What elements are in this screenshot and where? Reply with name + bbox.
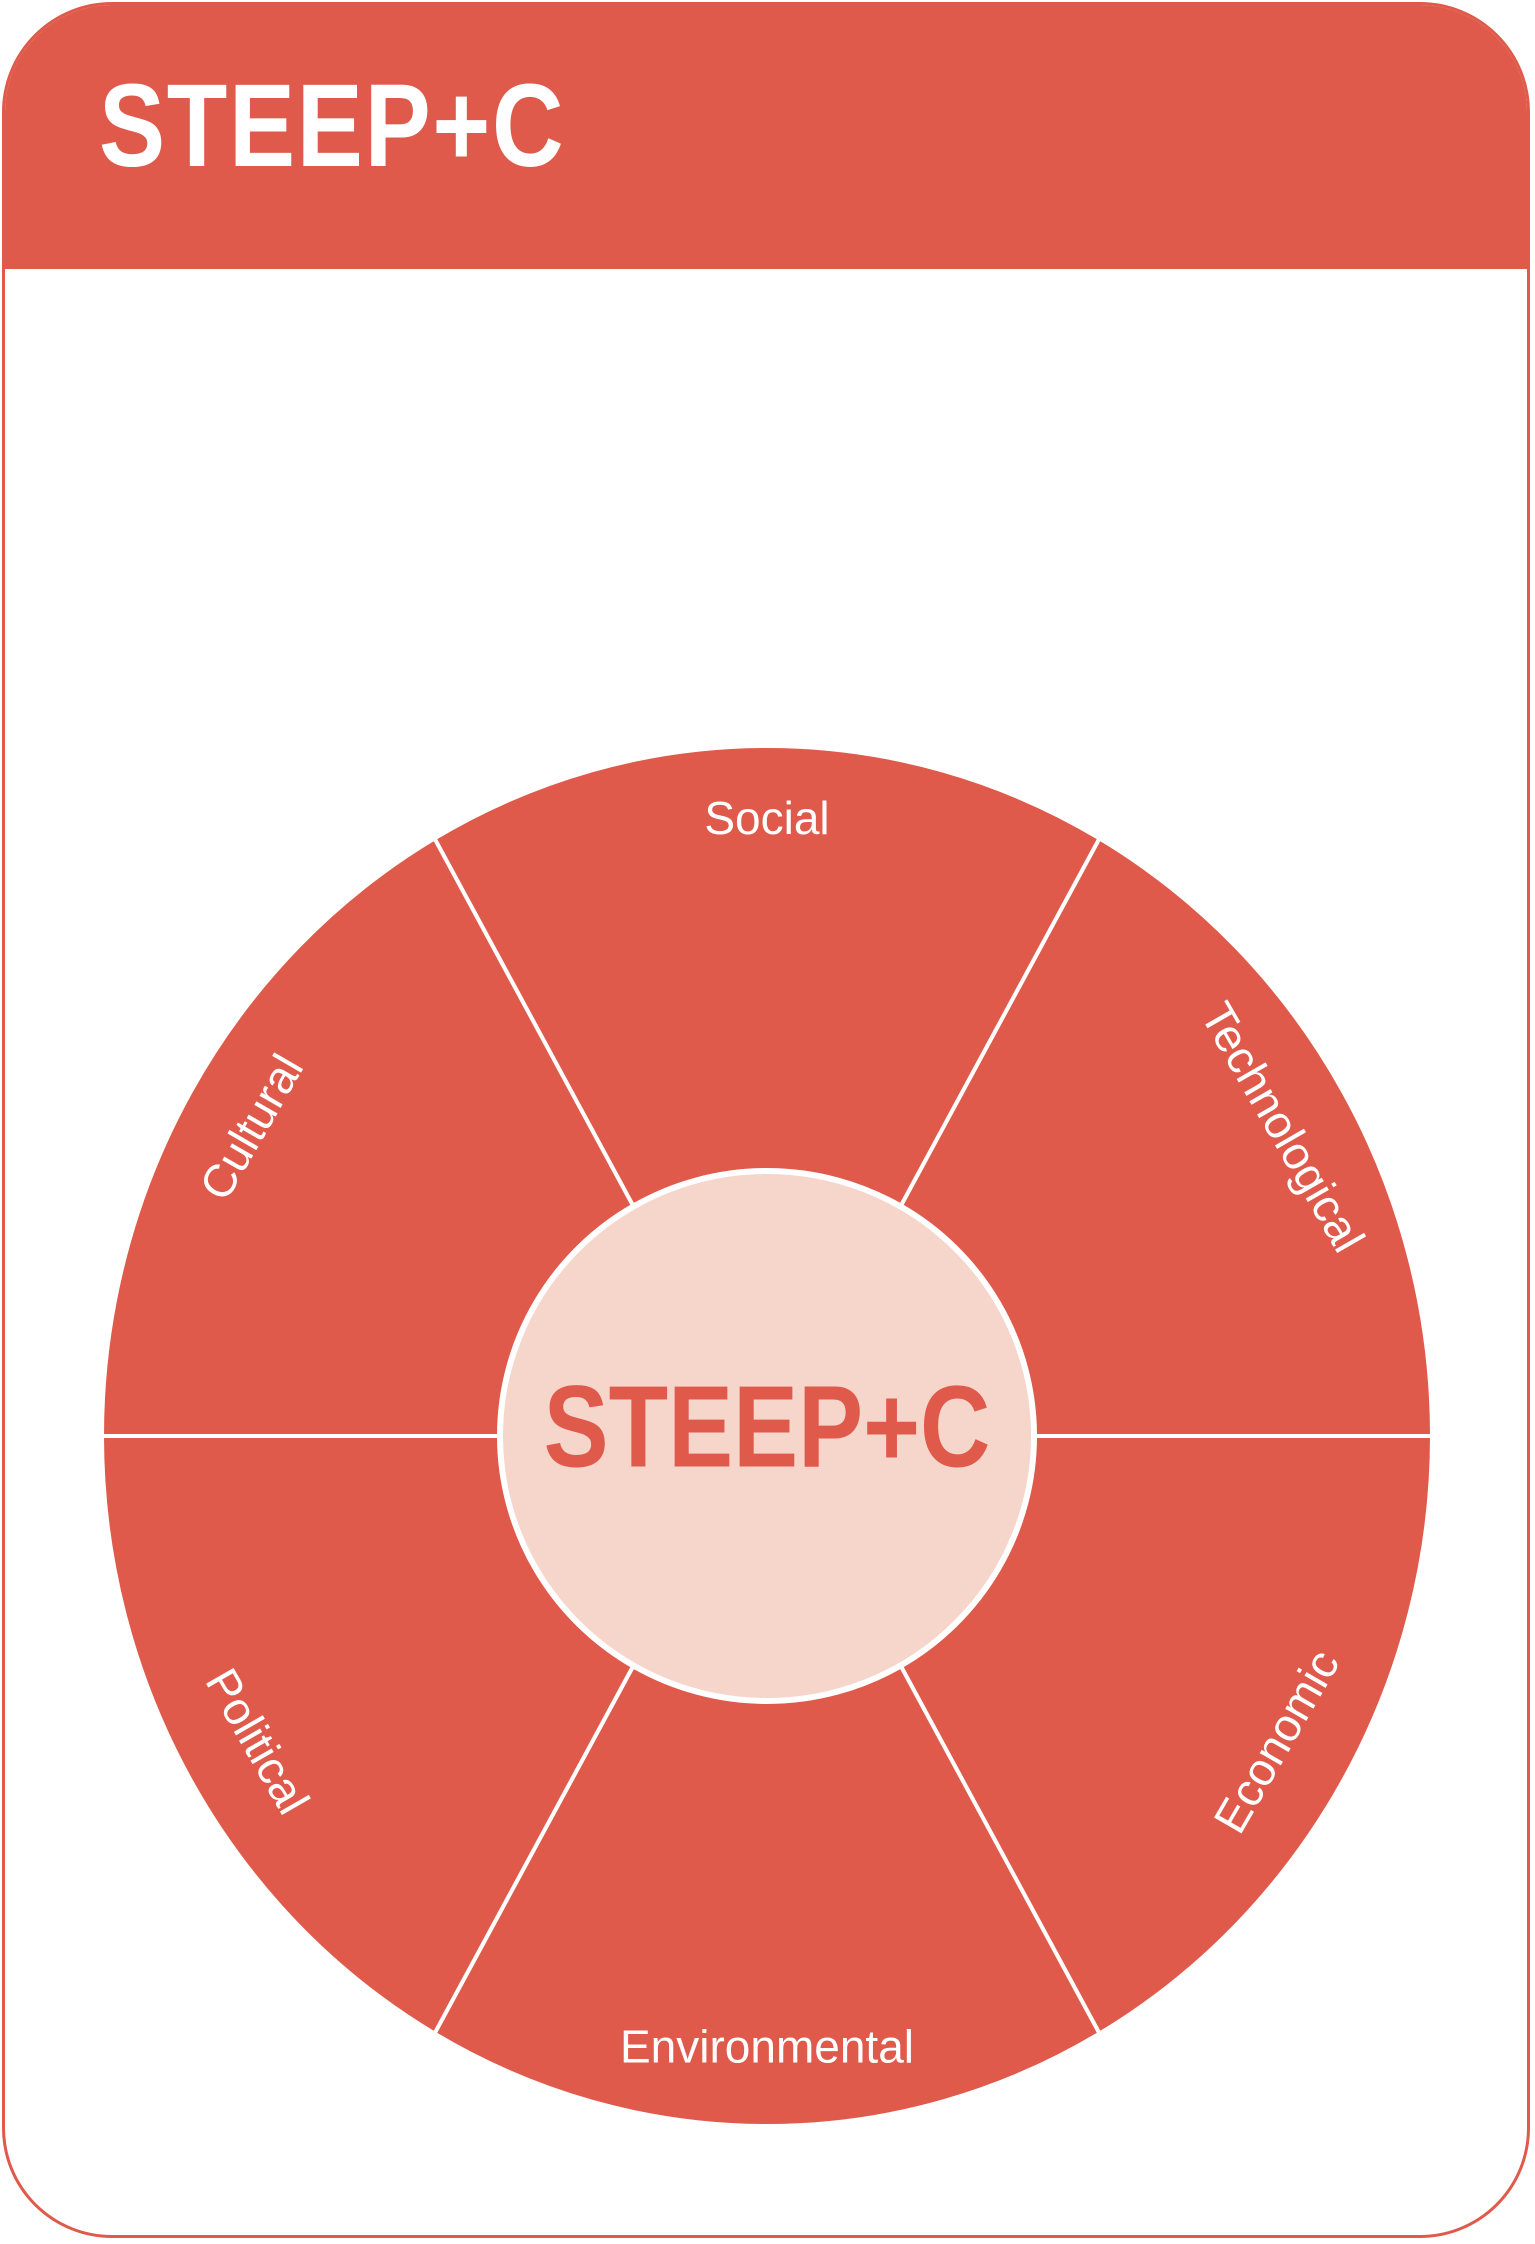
wheel-center-circle bbox=[499, 1170, 1035, 1702]
wheel-sector-environmental: Environmental bbox=[431, 1663, 1103, 2129]
segment-label-social: Social bbox=[704, 792, 829, 844]
wheel-sector-economic: Economic bbox=[898, 1434, 1435, 2037]
wheel-sector-political: Political bbox=[99, 1434, 636, 2037]
wheel-sector-cultural: Cultural bbox=[99, 835, 636, 1438]
wheel-center-label: STEEP+C bbox=[544, 1362, 991, 1492]
card-title: STEEP+C bbox=[99, 60, 566, 192]
segment-label-environmental: Environmental bbox=[620, 2020, 914, 2072]
card-header: STEEP+C bbox=[5, 5, 1527, 269]
